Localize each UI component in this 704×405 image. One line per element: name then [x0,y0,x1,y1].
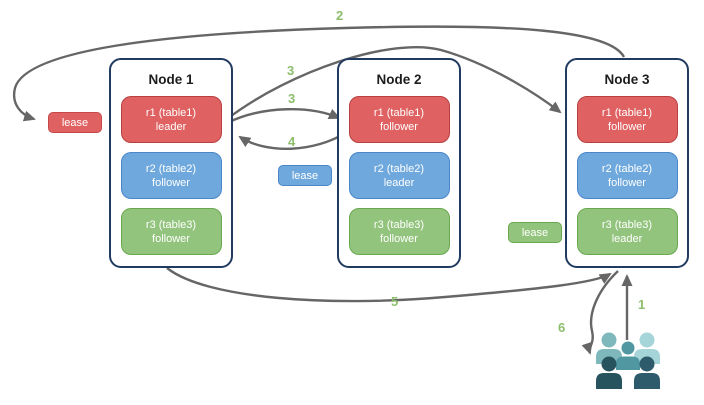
node-2-replica-r1: r1 (table1) follower [348,96,450,143]
arrow-5-node1-to-node3 [166,267,612,303]
arrow-6-node3-to-users [581,270,619,355]
arrow-label-1: 1 [638,297,646,312]
replica-id: r2 (table2) [373,162,425,175]
lease-badge-red: lease [48,112,102,133]
replica-role: follower [152,232,190,245]
person-bottom-right-icon [634,356,660,389]
replica-role: follower [608,176,646,189]
arrow-label-3-upper: 3 [287,63,295,78]
replica-role: leader [383,176,415,189]
person-bottom-left-icon [596,356,622,389]
replica-role: follower [608,120,646,133]
node-1: Node 1 r1 (table1) leader r2 (table2) fo… [109,58,233,268]
arrow-3-node1-to-node3 [226,46,562,120]
replica-id: r1 (table1) [145,106,197,119]
node-2: Node 2 r1 (table1) follower r2 (table2) … [337,58,461,268]
node-1-replica-r3: r3 (table3) follower [120,208,222,255]
replica-id: r3 (table3) [145,218,197,231]
node-1-replica-r1: r1 (table1) leader [120,96,222,143]
replica-id: r2 (table2) [145,162,197,175]
node-3-replica-r3: r3 (table3) leader [576,208,678,255]
replica-role: leader [611,232,643,245]
node-2-title: Node 2 [376,72,422,87]
arrow-label-6: 6 [558,320,566,335]
lease-badge-green: lease [508,222,562,243]
arrow-3-node1-to-node2 [226,108,341,125]
users-icon [596,332,660,389]
person-middle-icon [616,341,640,370]
arrow-label-2: 2 [336,8,344,23]
arrow-2-node3-to-lease1 [12,25,626,122]
replica-id: r2 (table2) [601,162,653,175]
replica-role: leader [155,120,187,133]
replica-id: r3 (table3) [601,218,653,231]
node-3-replica-r1: r1 (table1) follower [576,96,678,143]
replica-id: r1 (table1) [601,106,653,119]
node-3-title: Node 3 [604,72,650,87]
node-3: Node 3 r1 (table1) follower r2 (table2) … [565,58,689,268]
node-2-replica-r2: r2 (table2) leader [348,152,450,199]
node-2-replica-r3: r3 (table3) follower [348,208,450,255]
arrow-label-3-lower: 3 [288,91,296,106]
node-1-replica-r2: r2 (table2) follower [120,152,222,199]
replica-role: follower [152,176,190,189]
lease-badge-blue: lease [278,165,332,186]
replica-role: follower [380,232,418,245]
node-3-replica-r2: r2 (table2) follower [576,152,678,199]
arrow-4-node2-to-node1 [238,130,348,151]
replica-role: follower [380,120,418,133]
replica-id: r1 (table1) [373,106,425,119]
arrow-label-4: 4 [288,134,296,149]
arrow-label-5: 5 [391,294,399,309]
replica-id: r3 (table3) [373,218,425,231]
node-1-title: Node 1 [148,72,194,87]
